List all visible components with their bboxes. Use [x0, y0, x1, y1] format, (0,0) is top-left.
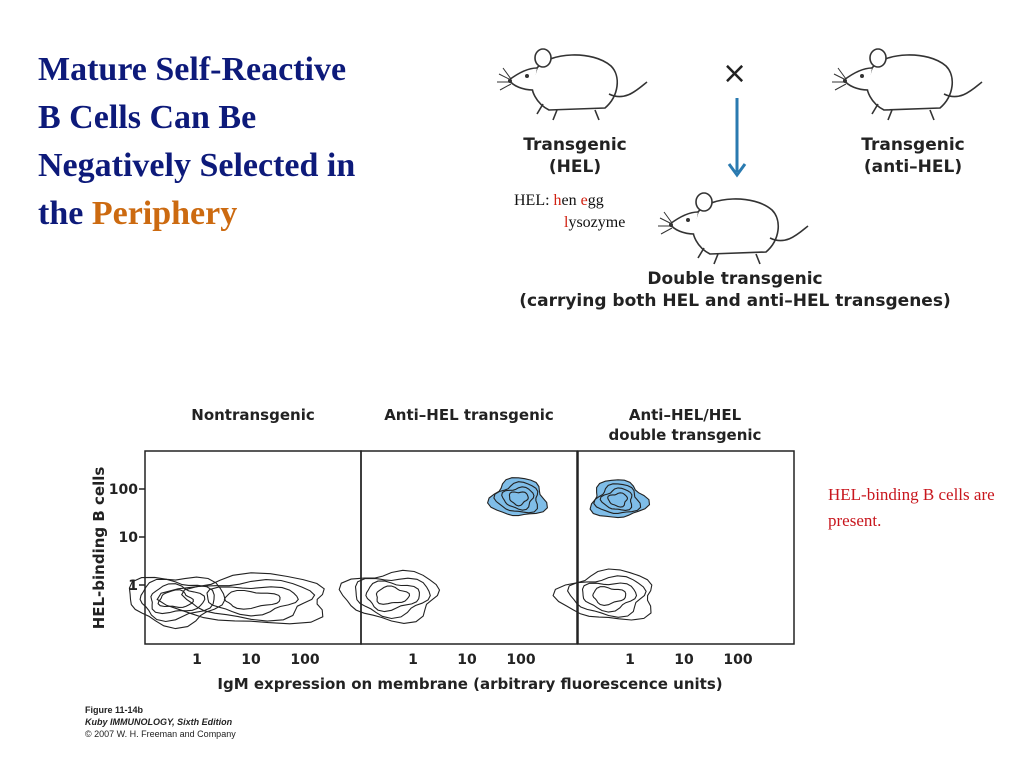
- x-tick-p1-10: 10: [241, 652, 261, 668]
- contour-p3-pop1-level1: [592, 586, 627, 606]
- contour-p1-pop1-level4: [128, 576, 226, 630]
- panel-title-1: Nontransgenic: [158, 405, 348, 425]
- cross-symbol: ×: [722, 56, 748, 91]
- hel-note-l: l: [564, 214, 569, 231]
- title-line-1: Mature Self-Reactive: [38, 51, 347, 88]
- contour-p1-pop2-level3: [181, 579, 316, 622]
- contour-p3-pop2-level1: [607, 492, 629, 508]
- hel-binding-annotation: HEL-binding B cells are present.: [828, 485, 995, 530]
- y-axis-label: HEL-binding B cells: [90, 467, 108, 630]
- title-line-4-prefix: the: [38, 195, 84, 232]
- right-parent-line-2: (anti–HEL): [863, 157, 963, 177]
- contour-p2-pop2-level1: [508, 491, 529, 507]
- contour-p2-pop2-level3: [493, 481, 539, 514]
- left-parent-line-2: (HEL): [548, 157, 602, 177]
- contour-p2-pop1-level3: [354, 577, 431, 620]
- hel-note-e: e: [580, 192, 588, 209]
- title-accent-word: Periphery: [91, 195, 238, 232]
- contour-p3-pop1-level3: [566, 575, 647, 618]
- contour-p3-pop1-level2: [581, 582, 638, 613]
- right-parent-caption: Transgenic (anti–HEL): [838, 134, 988, 178]
- x-tick-p1-1: 1: [192, 652, 202, 668]
- contour-p3-pop2-level3: [593, 483, 642, 514]
- book-title: Kuby IMMUNOLOGY, Sixth Edition: [85, 717, 233, 727]
- contour-p1-pop2-level2: [206, 586, 299, 617]
- panel-title-3: Anti–HEL/HEL double transgenic: [580, 405, 790, 445]
- slide-title: Mature Self-Reactive B Cells Can Be Nega…: [38, 46, 458, 238]
- mouse-right-illustration: [832, 48, 983, 121]
- panel-title-2-text: Anti–HEL transgenic: [384, 406, 554, 424]
- y-tick-100: 100: [109, 482, 138, 498]
- plot-frame-1: [144, 450, 362, 645]
- panel-title-1-text: Nontransgenic: [191, 406, 315, 424]
- tick-labels: 1 10 100 1 10 100 1 10 100 100 10 1: [109, 482, 753, 668]
- x-tick-p3-1: 1: [625, 652, 635, 668]
- offspring-caption: Double transgenic (carrying both HEL and…: [490, 268, 980, 312]
- title-line-2: B Cells Can Be: [38, 99, 257, 136]
- flow-cytometry-chart: 1 10 100 1 10 100 1 10 100 100 10 1 HEL-binding B c…: [90, 450, 795, 693]
- right-parent-line-1: Transgenic: [861, 135, 965, 155]
- hel-note-en: en: [561, 192, 581, 209]
- hel-note-line-1: HEL: hen egg: [514, 190, 625, 212]
- hel-definition-note: HEL: hen egg lysozyme: [514, 190, 625, 234]
- hel-note-ysozyme: ysozyme: [568, 214, 626, 231]
- hel-note-prefix: HEL:: [514, 192, 554, 209]
- offspring-line-1: Double transgenic: [647, 269, 823, 289]
- offspring-line-2: (carrying both HEL and anti–HEL transgen…: [519, 291, 951, 311]
- mouse-offspring-illustration: [658, 192, 809, 265]
- x-tick-p2-1: 1: [408, 652, 418, 668]
- plot-frame-3: [577, 450, 795, 645]
- contour-p2-pop1-level1: [375, 585, 411, 605]
- x-tick-p3-10: 10: [674, 652, 694, 668]
- x-tick-p3-100: 100: [723, 652, 752, 668]
- x-tick-p2-10: 10: [457, 652, 477, 668]
- x-tick-p2-100: 100: [506, 652, 535, 668]
- y-tick-1: 1: [128, 578, 138, 594]
- left-parent-caption: Transgenic (HEL): [500, 134, 650, 178]
- contour-p2-pop2-level2: [501, 486, 535, 511]
- cross-arrow: [727, 98, 747, 178]
- x-axis-label: IgM expression on membrane (arbitrary fl…: [217, 675, 722, 693]
- contour-p1-pop2-level1: [223, 589, 281, 610]
- hel-note-gg: gg: [587, 192, 604, 209]
- contour-p3-pop1-level4: [552, 568, 653, 621]
- left-parent-line-1: Transgenic: [523, 135, 627, 155]
- figure-number: Figure 11-14b: [85, 705, 144, 715]
- figure-credit: Figure 11-14b Kuby IMMUNOLOGY, Sixth Edi…: [85, 704, 236, 740]
- contour-p1-pop2-level4: [156, 572, 325, 625]
- hel-note-line-2: lysozyme: [514, 212, 625, 234]
- panel-title-3-line-1: Anti–HEL/HEL: [628, 406, 742, 424]
- contour-p3-pop2-level2: [599, 487, 633, 511]
- panel-title-3-line-2: double transgenic: [608, 426, 762, 444]
- contour-p2-pop1-level4: [338, 569, 441, 624]
- plot-frame-2: [360, 450, 578, 645]
- contour-layer: [128, 477, 653, 630]
- y-tick-10: 10: [119, 530, 139, 546]
- title-line-3: Negatively Selected in: [38, 147, 356, 184]
- mouse-left-illustration: [497, 48, 648, 121]
- cross-arrow-head: [727, 163, 747, 178]
- contour-p3-pop2-level4: [589, 479, 651, 519]
- plot-frames: [139, 450, 795, 645]
- hel-note-h: h: [553, 192, 562, 209]
- contour-p2-pop2-level4: [486, 477, 548, 517]
- x-tick-p1-100: 100: [290, 652, 319, 668]
- copyright-line: © 2007 W. H. Freeman and Company: [85, 729, 236, 739]
- title-line-4: the Periphery: [38, 190, 458, 238]
- panel-title-2: Anti–HEL transgenic: [364, 405, 574, 425]
- contour-p2-pop1-level2: [365, 580, 420, 613]
